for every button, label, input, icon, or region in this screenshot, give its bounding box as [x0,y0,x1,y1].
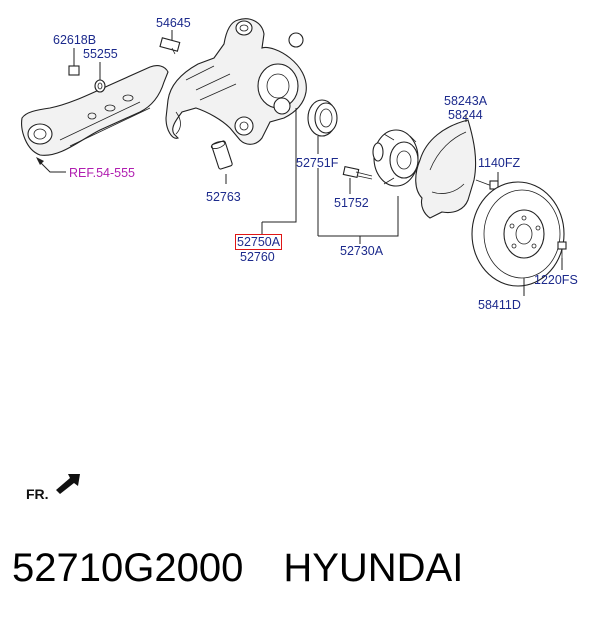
bolt-51752 [342,165,373,194]
label-52730A: 52730A [340,244,384,258]
label-62618B: 62618B [53,33,97,47]
knuckle-drawing [165,18,307,145]
label-58411D: 58411D [478,298,521,312]
front-arrow-icon [56,474,80,494]
label-ref-54-555: REF.54-555 [69,166,136,180]
front-label: FR. [26,486,49,502]
dust-shield-drawing [415,114,477,219]
seal-52751F [307,99,338,154]
ref-arrowhead [36,157,44,165]
part-footer: 52710G2000 HYUNDAI [12,546,463,591]
trailing-arm-drawing [21,65,169,156]
ref-leader [37,159,66,173]
label-52751F: 52751F [296,156,339,170]
label-58243A: 58243A [444,94,488,108]
label-54645: 54645 [156,16,191,30]
brake-disc-drawing [471,181,565,296]
label-51752: 51752 [334,196,369,210]
hub-52730A [372,129,419,187]
hub-bracket [317,168,399,237]
label-55255: 55255 [83,47,118,61]
pin-52763 [210,140,233,184]
nut-62618B [68,48,80,76]
knuckle-bracket [262,108,297,223]
screw-1220FS [557,241,567,270]
label-52763: 52763 [206,190,241,204]
label-52750A: 52750A [234,234,283,250]
washer-55255 [94,62,106,93]
label-1220FS: 1220FS [534,273,578,287]
label-52760: 52760 [240,250,275,264]
bolt-54645 [159,30,181,55]
label-58244: 58244 [448,108,483,122]
label-1140FZ: 1140FZ [478,156,521,170]
part-number: 52710G2000 [12,546,244,590]
brand-name: HYUNDAI [283,546,464,590]
bolt-1140FZ [475,172,499,190]
